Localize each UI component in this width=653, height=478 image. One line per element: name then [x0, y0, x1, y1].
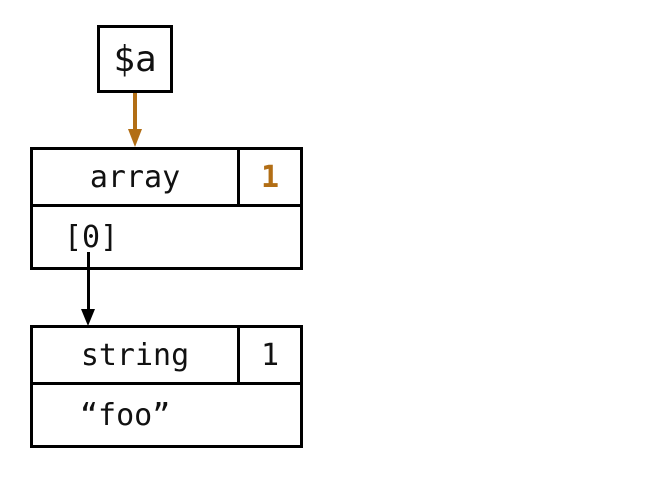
string-node: string 1 “foo” [30, 325, 303, 448]
variable-label: $a [113, 38, 157, 80]
string-type-label: string [80, 337, 190, 373]
variable-reference-arrowhead-icon [128, 129, 142, 147]
array-key-row: [0] [33, 207, 300, 267]
string-header-row: string 1 [33, 328, 300, 385]
array-type-cell: array [33, 150, 237, 204]
string-value-row: “foo” [33, 385, 300, 445]
array-type-label: array [89, 159, 181, 195]
array-refcount-value: 1 [260, 159, 280, 195]
array-header-row: array 1 [33, 150, 300, 207]
string-value-label: “foo” [80, 397, 171, 433]
string-type-cell: string [33, 328, 237, 382]
string-refcount-value: 1 [260, 337, 280, 373]
variable-box: $a [97, 25, 173, 93]
string-refcount-cell: 1 [237, 328, 300, 382]
array-key-label: [0] [64, 219, 119, 255]
element-reference-arrow-stem [87, 252, 90, 310]
array-refcount-cell: 1 [237, 150, 300, 204]
variable-reference-arrow-stem [133, 93, 137, 131]
element-reference-arrowhead-icon [81, 309, 95, 326]
array-node: array 1 [0] [30, 147, 303, 270]
